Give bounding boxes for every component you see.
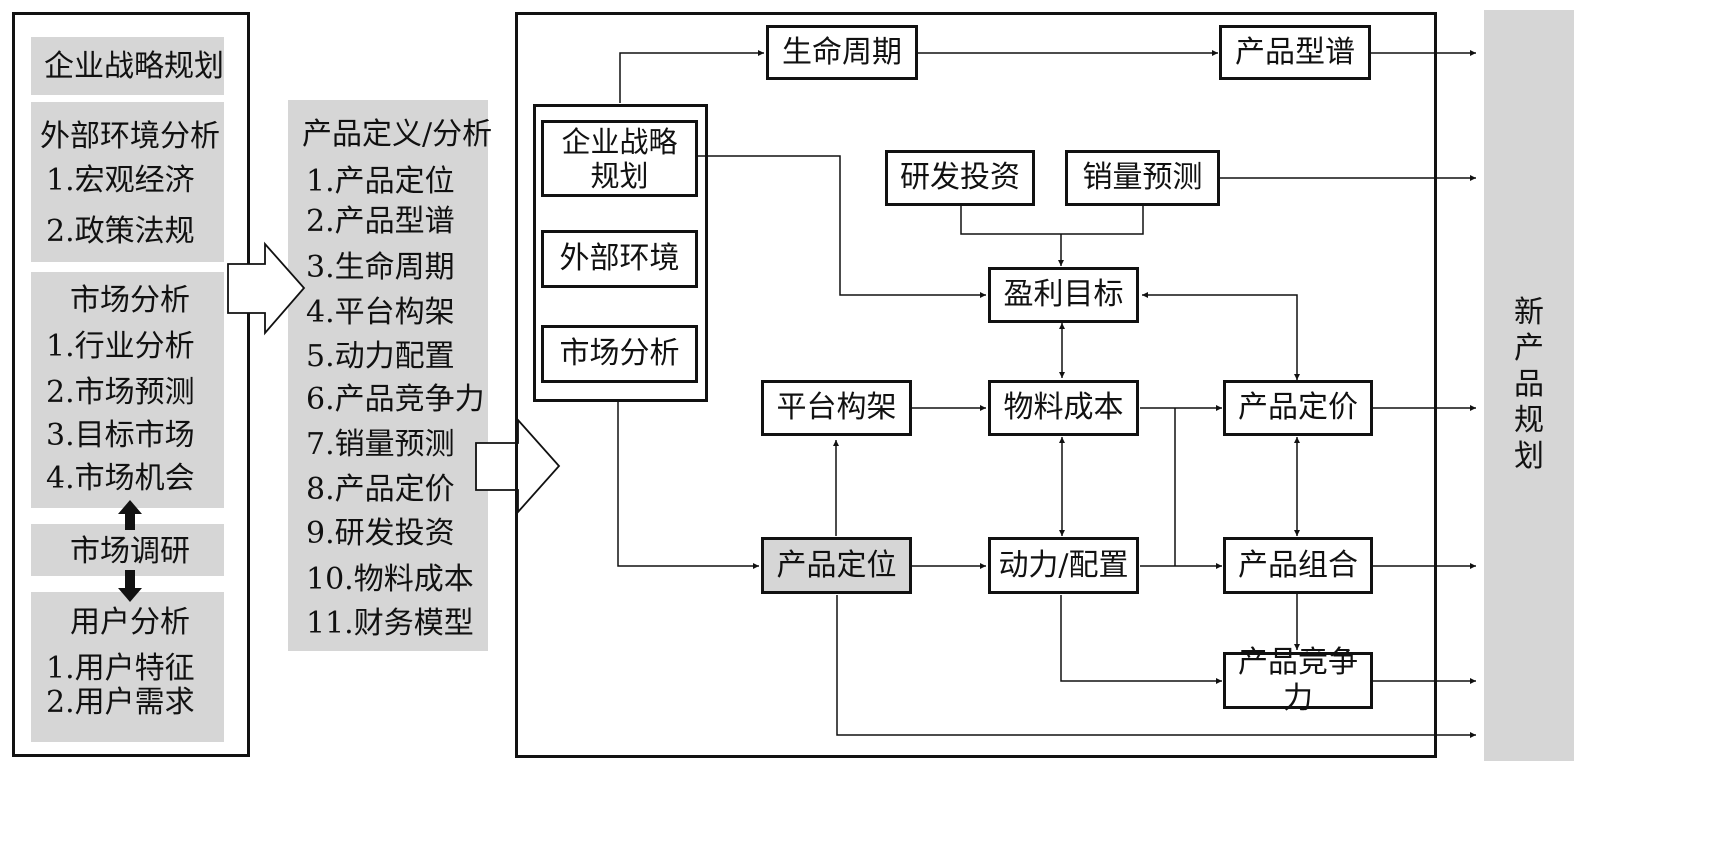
external-item-1: 1.宏观经济 bbox=[46, 163, 195, 198]
product-definition-item-6: 6.产品竞争力 bbox=[306, 382, 485, 417]
market-item-2: 2.市场预测 bbox=[46, 375, 195, 410]
product-definition-item-3: 3.生命周期 bbox=[306, 250, 455, 285]
node-profit-target: 盈利目标 bbox=[988, 267, 1139, 323]
market-block bbox=[31, 272, 224, 508]
user-title: 用户分析 bbox=[70, 605, 190, 640]
market-title: 市场分析 bbox=[70, 283, 190, 318]
node-powertrain: 动力/配置 bbox=[988, 537, 1139, 594]
product-definition-item-2: 2.产品型谱 bbox=[306, 204, 455, 239]
node-competitiveness: 产品竞争力 bbox=[1223, 645, 1373, 716]
market-item-3: 3.目标市场 bbox=[46, 418, 195, 453]
product-definition-item-7: 7.销量预测 bbox=[306, 427, 455, 462]
node-lifecycle: 生命周期 bbox=[766, 25, 918, 80]
product-definition-title: 产品定义/分析 bbox=[302, 117, 493, 152]
strategy-title: 企业战略规划 bbox=[44, 49, 224, 84]
node-positioning: 产品定位 bbox=[761, 537, 912, 594]
product-definition-item-9: 9.研发投资 bbox=[306, 516, 455, 551]
node-platform: 平台构架 bbox=[761, 380, 912, 436]
market-item-4: 4.市场机会 bbox=[46, 461, 195, 496]
external-title: 外部环境分析 bbox=[40, 119, 220, 154]
node-material-cost: 物料成本 bbox=[988, 380, 1139, 436]
research-block bbox=[31, 524, 224, 576]
node-strategy: 企业战略 规划 bbox=[541, 120, 698, 197]
research-title: 市场调研 bbox=[70, 534, 190, 569]
product-definition-item-8: 8.产品定价 bbox=[306, 472, 455, 507]
product-definition-block bbox=[288, 100, 488, 651]
market-item-1: 1.行业分析 bbox=[46, 329, 195, 364]
user-item-1: 1.用户特征 bbox=[46, 651, 195, 686]
node-environment: 外部环境 bbox=[541, 230, 698, 288]
input-group bbox=[533, 104, 708, 402]
node-spectrum: 产品型谱 bbox=[1219, 25, 1371, 80]
product-definition-item-5: 5.动力配置 bbox=[306, 339, 455, 374]
user-item-2: 2.用户需求 bbox=[46, 685, 195, 720]
node-market-analysis: 市场分析 bbox=[541, 325, 698, 383]
left-panel-frame bbox=[12, 12, 250, 757]
product-definition-item-1: 1.产品定位 bbox=[306, 164, 455, 199]
node-pricing: 产品定价 bbox=[1223, 380, 1373, 436]
research-double-arrow bbox=[118, 500, 142, 602]
product-definition-item-4: 4.平台构架 bbox=[306, 295, 455, 330]
external-item-2: 2.政策法规 bbox=[46, 214, 195, 249]
flow-frame bbox=[515, 12, 1437, 758]
node-sales-forecast: 销量预测 bbox=[1065, 150, 1220, 206]
external-block bbox=[31, 102, 224, 262]
product-definition-item-10: 10.物料成本 bbox=[306, 562, 474, 597]
hollow-arrow-left-to-middle bbox=[227, 241, 306, 336]
product-definition-item-11: 11.财务模型 bbox=[306, 606, 474, 641]
output-label: 新产品规划 bbox=[1514, 295, 1544, 474]
node-rd-investment: 研发投资 bbox=[885, 150, 1035, 206]
user-block bbox=[31, 592, 224, 742]
strategy-block bbox=[31, 37, 224, 95]
node-portfolio: 产品组合 bbox=[1223, 537, 1373, 594]
output-strip bbox=[1484, 10, 1574, 761]
